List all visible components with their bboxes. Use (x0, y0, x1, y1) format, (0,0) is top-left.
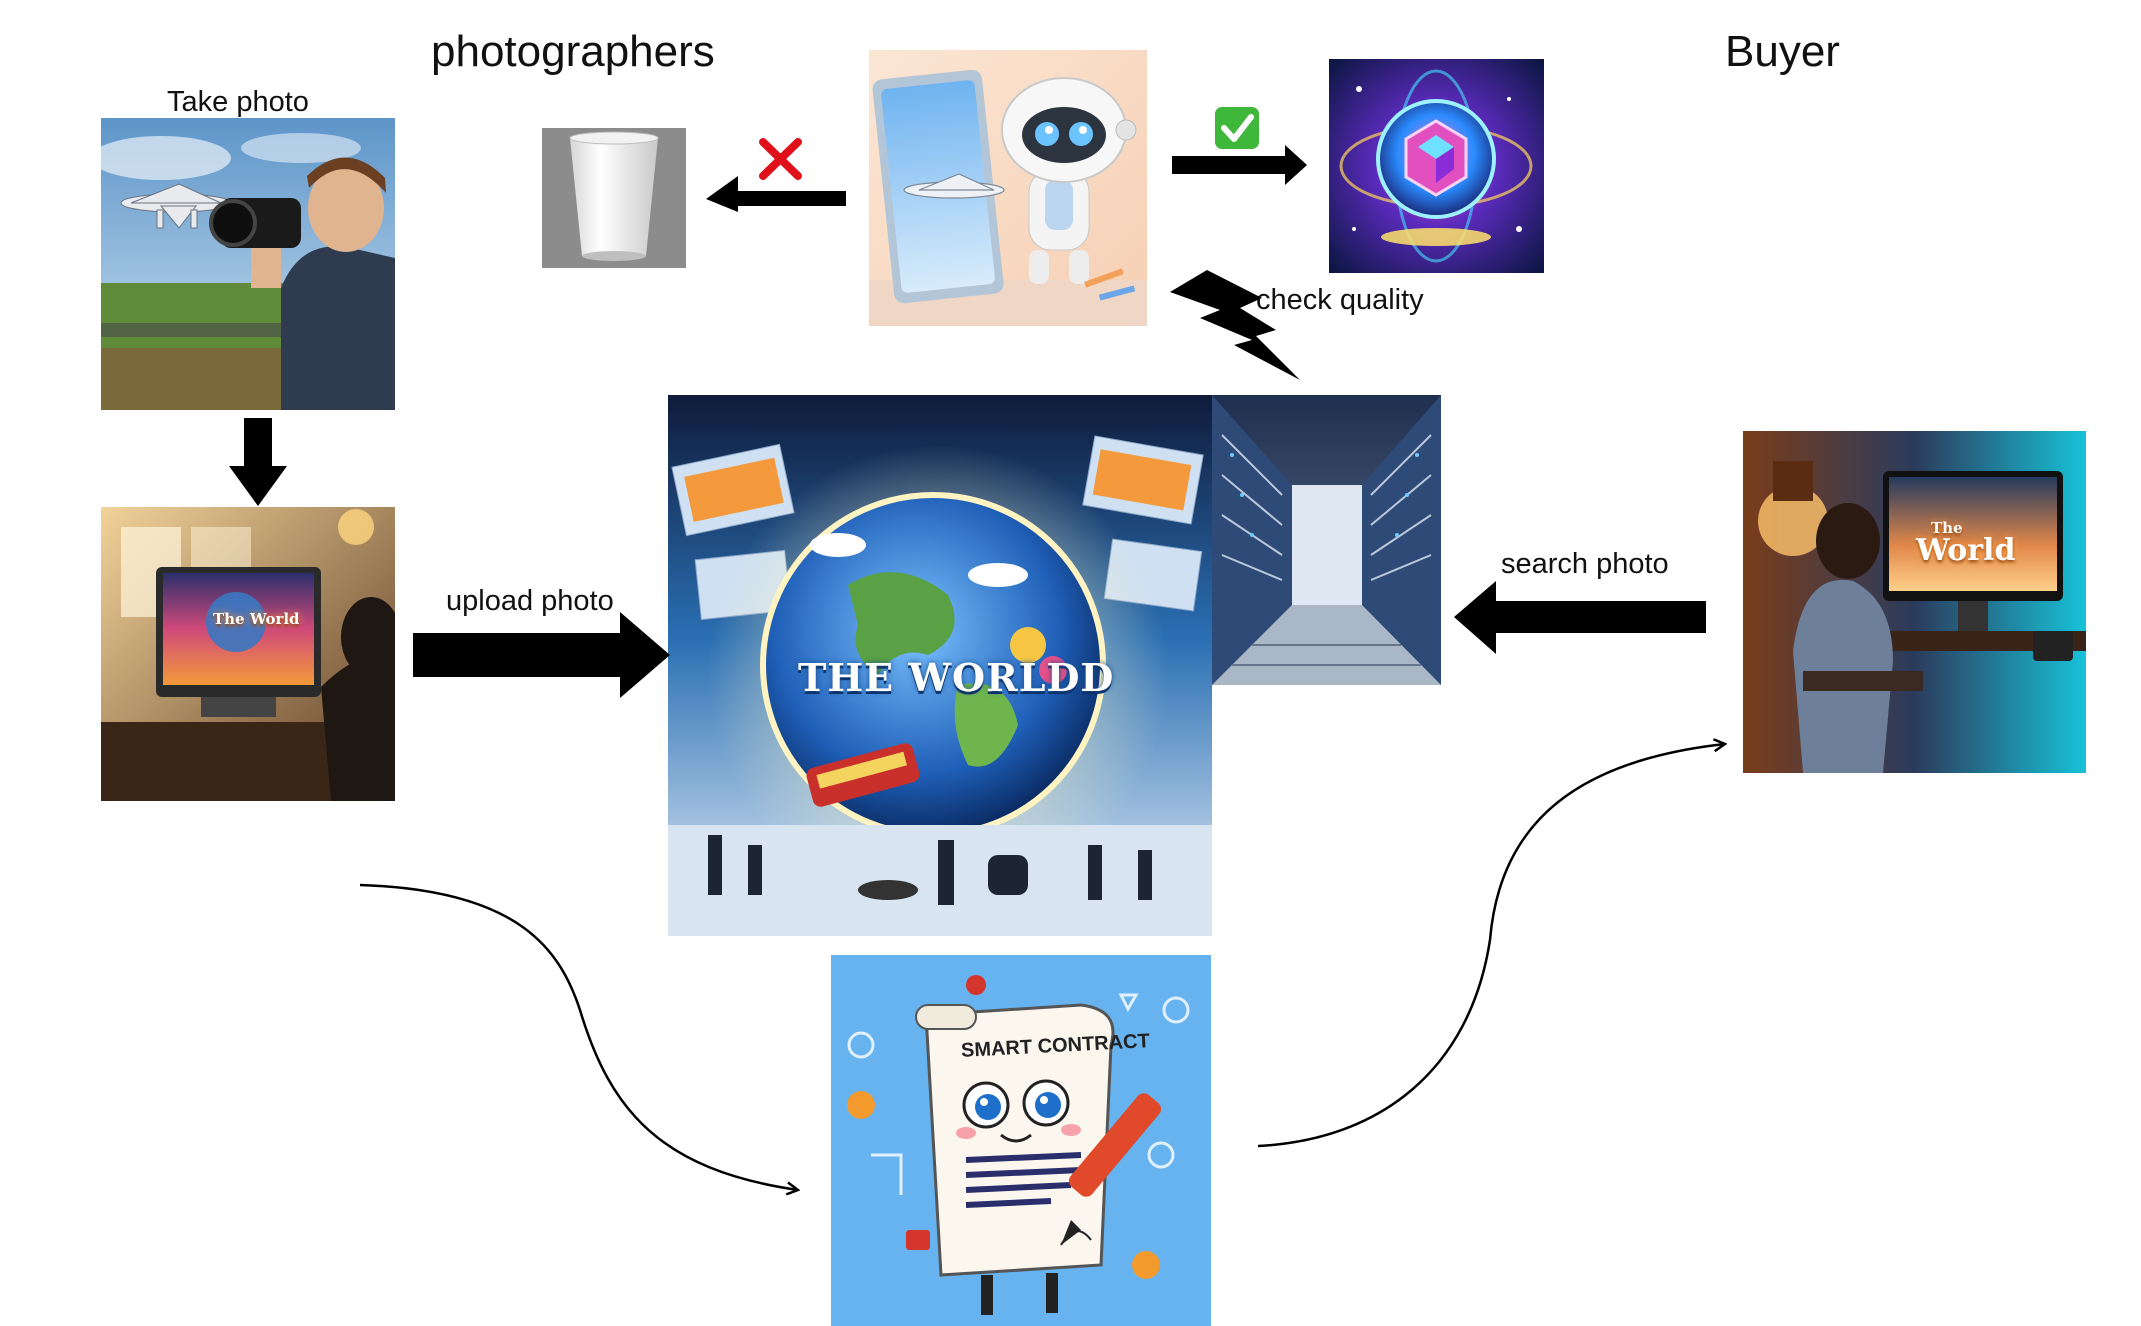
reject-x-icon (759, 138, 802, 180)
search-photo-label: search photo (1501, 548, 1669, 580)
check-quality-label: check quality (1256, 284, 1424, 316)
arrow-search (1454, 581, 1706, 654)
arrow-reject (706, 176, 846, 212)
approve-checkmark-icon (1215, 107, 1259, 149)
buyer-screen-the-text: The (1931, 519, 1963, 537)
arrow-down-to-upload (229, 418, 287, 506)
upload-photo-label: upload photo (446, 585, 614, 617)
smart-contract-image: SMART CONTRACT (831, 955, 1211, 1326)
buyer-heading: Buyer (1725, 27, 1840, 76)
take-photo-label: Take photo (167, 86, 309, 118)
buyer-computer-image: The World (1743, 431, 2086, 773)
buyer-screen-world-text: World (1916, 533, 2016, 568)
trash-can-image (542, 128, 686, 268)
photographer-taking-photo-image (101, 118, 395, 410)
platform-title-text: THE WORLDD (798, 655, 1115, 700)
the-world-platform-image: THE WORLDD (668, 395, 1212, 936)
server-room-image (1212, 395, 1441, 685)
arrow-approve (1172, 145, 1307, 185)
laptop-upload-image: The World (101, 507, 395, 801)
arrow-upload (413, 612, 670, 698)
laptop-brand-text: The World (213, 610, 300, 628)
robot-quality-check-image (869, 50, 1147, 326)
approved-nft-token-image (1329, 59, 1544, 273)
photographers-heading: photographers (431, 27, 715, 76)
curve-to-buyer (1257, 744, 1725, 1148)
